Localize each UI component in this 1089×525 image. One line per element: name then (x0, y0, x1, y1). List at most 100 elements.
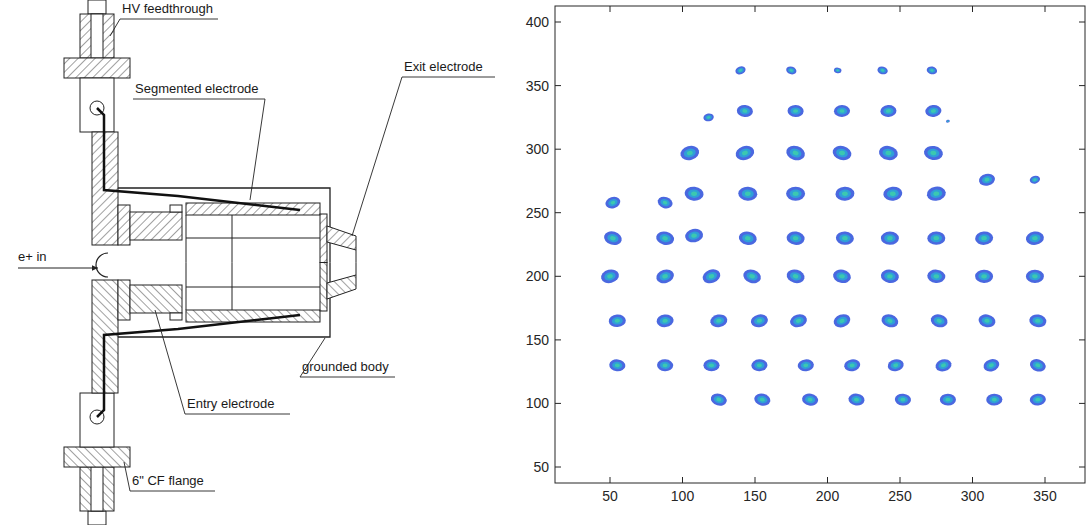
spot-core (716, 318, 722, 323)
spot-core (745, 191, 751, 196)
spot (926, 185, 947, 202)
spot-edge (785, 268, 806, 285)
axis-tick (610, 477, 611, 483)
spot-edge (834, 67, 842, 74)
feedthrough-tube (80, 78, 114, 132)
axis-tick (755, 6, 756, 12)
y-tick-label: 150 (526, 332, 549, 348)
spot-edge (608, 314, 626, 328)
spot (750, 313, 769, 329)
y-tick-label: 250 (526, 205, 549, 221)
axis-tick (1079, 276, 1085, 277)
spot (843, 358, 861, 372)
spot-edge (835, 231, 854, 246)
axis-tick (827, 6, 828, 12)
spot-core (981, 236, 987, 241)
spot-body (933, 316, 945, 326)
spot-edge (684, 227, 704, 243)
spot-core (839, 150, 846, 156)
x-tick-label: 350 (1033, 488, 1056, 504)
axis-tick (900, 477, 901, 483)
spot-body (835, 147, 849, 158)
axis-ticks (555, 6, 1085, 483)
part-label: 6" CF flange (132, 474, 204, 489)
spot (785, 65, 797, 75)
spot-core (739, 69, 743, 72)
spot-core (842, 191, 848, 196)
spot-core (886, 109, 891, 113)
spot-core (893, 363, 899, 368)
spot-body (745, 271, 758, 282)
spot-body (978, 234, 990, 243)
spot-core (945, 398, 950, 402)
axis-tick (682, 6, 683, 12)
spot (926, 66, 938, 76)
axis-tick (1045, 477, 1046, 483)
spot (834, 67, 842, 74)
spot (982, 357, 1001, 373)
spot-body (928, 68, 935, 74)
spot (655, 267, 676, 285)
spot-body (890, 361, 901, 370)
spot-edge (926, 185, 947, 202)
spot-body (943, 396, 953, 403)
leader-lines (110, 19, 495, 491)
spot (832, 268, 852, 284)
spot-body (607, 198, 618, 207)
axis-tick (555, 339, 561, 340)
spot-edge (602, 229, 623, 247)
spot-body (740, 107, 751, 115)
spot-body (792, 316, 804, 326)
axis-tick (682, 477, 683, 483)
axis-tick (1079, 212, 1085, 213)
spot-edge (1028, 313, 1047, 328)
spot-body (790, 107, 800, 114)
spot-core (707, 116, 711, 119)
spot-body (683, 147, 697, 158)
spot (784, 143, 806, 162)
mount-ring (118, 205, 130, 245)
feedthrough-pin (88, 0, 106, 14)
spot-core (947, 121, 948, 122)
spot-body (879, 67, 887, 73)
spot-core (793, 192, 799, 196)
spot-body (1029, 272, 1041, 280)
spot-body (658, 271, 671, 282)
plot-frame (555, 6, 1085, 483)
spot-core (842, 236, 848, 241)
spot (835, 231, 854, 246)
spot (703, 359, 719, 371)
spot-body (741, 233, 754, 243)
spot-edge (656, 195, 674, 211)
spot-core (988, 363, 994, 368)
spot-body (981, 316, 993, 326)
spot-edge (834, 105, 850, 117)
spot-edge (751, 359, 768, 372)
axis-tick (972, 6, 973, 12)
spot-edge (657, 359, 674, 372)
spot-edge (679, 144, 701, 163)
spot-edge (878, 144, 899, 162)
spot (880, 312, 900, 329)
spot-core (941, 363, 947, 368)
spot (1028, 313, 1047, 328)
spot-body (705, 115, 712, 121)
axis-tick (827, 477, 828, 483)
spot-body (978, 272, 990, 280)
spot-core (930, 69, 934, 72)
spot (789, 312, 809, 329)
spot-body (883, 107, 894, 115)
axis-tick (1079, 339, 1085, 340)
spot-edge (946, 119, 950, 123)
spot-edge (843, 358, 861, 372)
spot (1029, 175, 1041, 185)
spot-core (662, 273, 669, 279)
y-tick-label: 200 (526, 268, 549, 284)
spot-body (836, 315, 849, 326)
spot-edge (1028, 357, 1047, 374)
part-label: Entry electrode (187, 397, 274, 412)
spot-core (839, 318, 845, 324)
spot-edge (734, 143, 757, 162)
